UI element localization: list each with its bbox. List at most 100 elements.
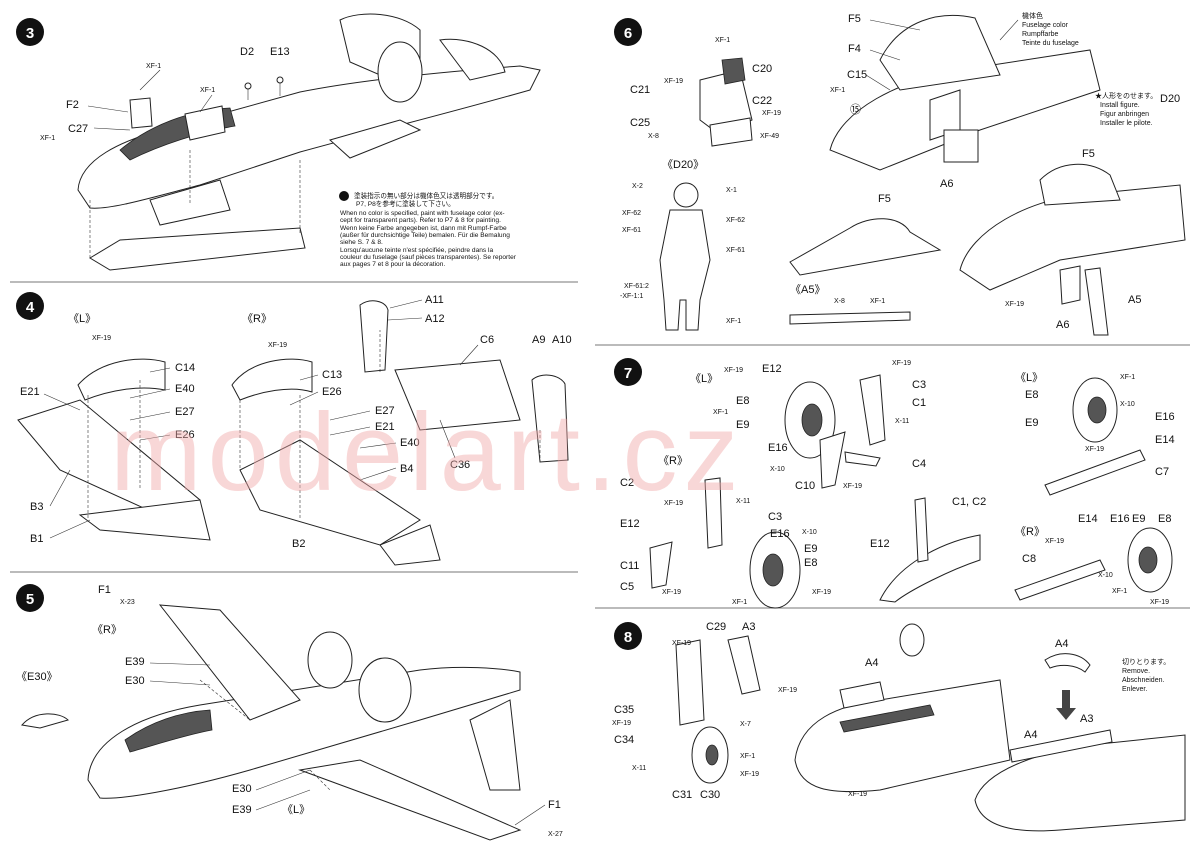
callout: XF-19 — [664, 500, 683, 507]
part-label: A5 — [1128, 294, 1141, 306]
box-label: 《A5》 — [790, 283, 825, 296]
cut-note: Abschneiden. — [1122, 677, 1164, 684]
part-label: B2 — [292, 538, 305, 550]
part-label: C8 — [1022, 553, 1036, 565]
callout: XF-19 — [662, 589, 681, 596]
step-5-number: 5 — [26, 591, 34, 608]
fuselage-drawing — [77, 13, 541, 271]
part-label: A3 — [1080, 713, 1093, 725]
side-label: 《L》 — [690, 372, 718, 385]
part-label: D2 — [240, 46, 254, 58]
note-fr2: couleur du fuselage (sauf pièces transpa… — [340, 254, 517, 261]
part-label: E12 — [620, 518, 640, 530]
pilot-figure-drawing: 《D20》 X-2 X-1 XF-62 XF-62 XF-61 XF-61 XF… — [620, 158, 745, 331]
part-label: E30 — [232, 783, 252, 795]
part-label: C3 — [768, 511, 782, 523]
callout: X-8 — [648, 133, 659, 140]
callout: X-10 — [802, 529, 817, 536]
step-3-number: 3 — [26, 25, 34, 42]
callout: XF-19 — [1045, 538, 1064, 545]
part-label: E27 — [375, 405, 395, 417]
part-label: E40 — [175, 383, 195, 395]
part-label: E12 — [762, 363, 782, 375]
callout: X-10 — [770, 466, 785, 473]
part-label: E39 — [232, 804, 252, 816]
step-7-badge — [614, 358, 642, 386]
part-label: F2 — [66, 99, 79, 111]
part-label: D20 — [1160, 93, 1180, 105]
pilot-note: ★人形をのせます。 — [1095, 92, 1157, 100]
step-3-labels: XF-1 F2 C27 XF-1 XF-1 D2 E13 — [40, 46, 290, 142]
step-4-number: 4 — [26, 299, 35, 316]
part-label: C34 — [614, 734, 634, 746]
part-label: C14 — [175, 362, 195, 374]
pilot-note: Figur anbringen — [1100, 111, 1149, 118]
part-label: C20 — [752, 63, 772, 75]
box-label: 《E30》 — [16, 670, 58, 683]
callout: XF-19 — [92, 335, 111, 342]
part-label: B3 — [30, 501, 43, 513]
part-label: A12 — [425, 313, 445, 325]
part-label: C3 — [912, 379, 926, 391]
strut-installed-drawing: C1, C2 E12 — [870, 496, 986, 603]
part-label: F1 — [98, 584, 111, 596]
color-note: Rumpffarbe — [1022, 31, 1059, 38]
part-label: E9 — [804, 543, 817, 555]
side-label: 《R》 — [658, 454, 688, 467]
part-label: E30 — [125, 675, 145, 687]
callout: XF-19 — [812, 589, 831, 596]
callout: XF-19 — [612, 720, 631, 727]
nose-bay-drawing: A4 XF-19 — [794, 623, 1011, 798]
note-en2: cept for transparent parts). Refer to P7… — [340, 217, 501, 224]
watermark: modelart.cz — [110, 391, 745, 514]
note-fr3: aux pages 7 et 8 pour la décoration. — [340, 261, 445, 268]
part-label: F5 — [1082, 148, 1095, 160]
part-label: C5 — [620, 581, 634, 593]
part-label: C29 — [706, 621, 726, 633]
callout: XF-49 — [760, 133, 779, 140]
part-label: E9 — [736, 419, 749, 431]
callout: XF-61 — [726, 247, 745, 254]
left-wheel-detail-drawing: 《L》 XF-1 E8 X-10 E16 E9 E14 XF-19 C7 — [1015, 371, 1175, 496]
callout: XF-19 — [672, 640, 691, 647]
part-label: C27 — [68, 123, 88, 135]
canopy-detail-drawing: F5 《A5》 X-8 XF-1 — [789, 193, 942, 325]
note-de2: (außer für durchsichtige Teile) bemalen.… — [340, 232, 510, 239]
callout: XF-19 — [762, 110, 781, 117]
part-label: C13 — [322, 369, 342, 381]
part-label: E8 — [736, 395, 749, 407]
color-note: Fuselage color — [1022, 22, 1069, 29]
part-label: C2 — [620, 477, 634, 489]
step-6-badge — [614, 18, 642, 46]
nose-gear-drawing: XF-19 C29 A3 XF-19 C35 XF-19 C34 X-7 X-1… — [612, 621, 797, 801]
part-label: E9 — [1132, 513, 1145, 525]
part-label: E8 — [1158, 513, 1171, 525]
part-label: A3 — [742, 621, 755, 633]
callout: -XF-1:1 — [620, 293, 643, 300]
callout: X-1 — [726, 187, 737, 194]
callout: XF-19 — [740, 771, 759, 778]
panel-separators — [10, 281, 1190, 609]
part-label: A6 — [940, 178, 953, 190]
callout: XF-1 — [870, 298, 885, 305]
installed-doors-drawing: A4 A3 — [974, 713, 1186, 832]
part-label: A4 — [1024, 729, 1037, 741]
part-label: E26 — [322, 386, 342, 398]
left-main-gear-drawing: 《L》 XF-19 E12 XF-19 C3 C1 E8 XF-1 E9 X-1… — [690, 360, 926, 492]
callout: XF-1 — [713, 409, 728, 416]
part-label: E8 — [1025, 389, 1038, 401]
callout: XF-19 — [268, 342, 287, 349]
part-label: C7 — [1155, 466, 1169, 478]
part-label: E16 — [1155, 411, 1175, 423]
part-label: F5 — [878, 193, 891, 205]
callout: XF-61 — [622, 227, 641, 234]
part-label: A6 — [1056, 319, 1069, 331]
pilot-note: Install figure. — [1100, 102, 1140, 109]
side-label: 《L》 — [68, 312, 96, 325]
callout: X-2 — [632, 183, 643, 190]
color-note: 機体色 — [1022, 11, 1043, 20]
part-label: C21 — [630, 84, 650, 96]
callout: XF-1 — [715, 37, 730, 44]
part-label: B4 — [400, 463, 413, 475]
